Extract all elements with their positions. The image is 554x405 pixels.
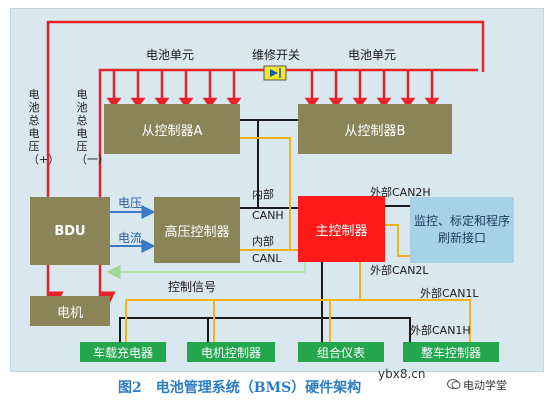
ext-can1h-label: 外部CAN1H — [410, 324, 471, 337]
control-signal-label: 控制信号 — [168, 280, 217, 294]
monitor-interface-box: 监控、标定和程序刷新接口 — [410, 197, 514, 263]
hv-controller-box: 高压控制器 — [154, 197, 240, 263]
instrument-cluster-box: 组合仪表 — [298, 342, 384, 362]
battery-unit-left-label: 电池单元 — [146, 48, 195, 62]
internal-canh-label-2: CANH — [252, 209, 284, 222]
watermark-url: ybx8.cn — [378, 367, 426, 381]
current-label: 电流 — [118, 231, 143, 245]
internal-canl-label-2: CANL — [252, 252, 282, 265]
master-controller-box: 主控制器 — [298, 196, 385, 262]
internal-canl-label-1: 内部 — [252, 235, 274, 248]
pack-voltage-positive-label: 电池总电压（+） — [28, 88, 59, 166]
watermark-brand: 电动学堂 — [463, 379, 507, 392]
battery-cells-right — [304, 70, 440, 109]
ext-can2h-label: 外部CAN2H — [370, 186, 431, 199]
figure-caption: 图2 电池管理系统（BMS）硬件架构 — [118, 380, 362, 396]
voltage-label: 电压 — [118, 196, 143, 210]
slave-controller-a: 从控制器A — [104, 104, 240, 154]
control-signal-line — [106, 262, 306, 279]
can2-low — [385, 224, 410, 257]
pack-positive-line — [46, 20, 485, 309]
can1-low-bus — [125, 262, 361, 344]
battery-unit-right-label: 电池单元 — [348, 48, 397, 62]
wechat-icon — [447, 379, 461, 389]
motor-controller-box: 电机控制器 — [187, 342, 275, 362]
vehicle-controller-box: 整车控制器 — [403, 342, 499, 362]
maintenance-switch-icon — [263, 65, 287, 81]
can1-high-bus — [119, 262, 323, 344]
maintenance-switch-label: 维修开关 — [252, 48, 301, 62]
ext-can2l-label: 外部CAN2L — [370, 264, 429, 277]
slave-controller-b: 从控制器B — [298, 104, 452, 154]
battery-cells-left — [106, 70, 242, 109]
can-internal-low — [240, 137, 291, 250]
internal-canh-label-1: 内部 — [252, 188, 274, 201]
ext-can1l-label: 外部CAN1L — [420, 287, 479, 300]
bdu-box: BDU — [30, 197, 110, 265]
onboard-charger-box: 车载充电器 — [80, 342, 166, 362]
pack-voltage-negative-label: 电池总电压（一） — [76, 88, 109, 166]
motor-box: 电机 — [30, 296, 110, 326]
